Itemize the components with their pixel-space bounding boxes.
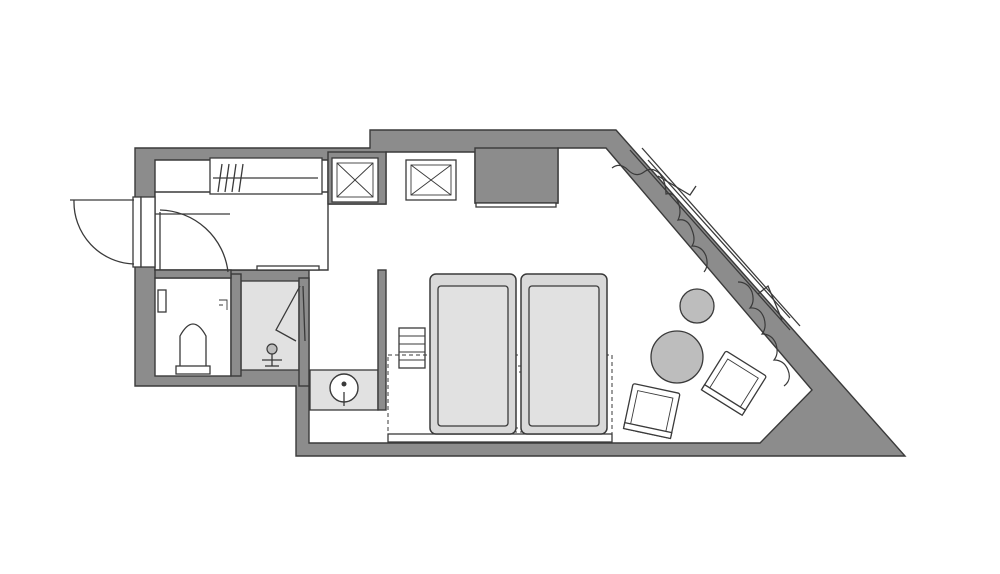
cabinet-cross-icon [405, 159, 457, 201]
door-swing-icon [73, 199, 135, 265]
armchair [700, 350, 767, 417]
entrance-door[interactable] [70, 196, 156, 268]
bench-strip [387, 433, 613, 443]
entry-hall-floor [154, 191, 329, 271]
washroom-door[interactable] [155, 209, 230, 273]
cabinet-cross-icon [331, 157, 379, 203]
partition-wall [377, 269, 387, 411]
shower-icon [262, 343, 282, 367]
shelf [475, 202, 557, 208]
shower-booth [262, 285, 306, 367]
hanger-icon [217, 163, 244, 193]
partition-wall [230, 273, 242, 377]
toilet-icon [157, 289, 228, 375]
shelf [256, 265, 320, 271]
partition-wall [298, 277, 310, 387]
window-curtains [611, 147, 801, 387]
round-table [650, 330, 704, 384]
luggage-rack [398, 327, 426, 369]
curtain [737, 281, 790, 387]
curtain [611, 164, 708, 273]
wall-column [474, 147, 559, 204]
closet-with-hangers [209, 157, 323, 195]
shower-room-floor [240, 280, 300, 371]
partition-wall [154, 269, 232, 279]
armchair [622, 383, 681, 440]
sink-icon [329, 373, 359, 406]
door-swing-icon [159, 209, 229, 273]
small-round-table [679, 288, 715, 324]
twin-beds [429, 273, 608, 435]
